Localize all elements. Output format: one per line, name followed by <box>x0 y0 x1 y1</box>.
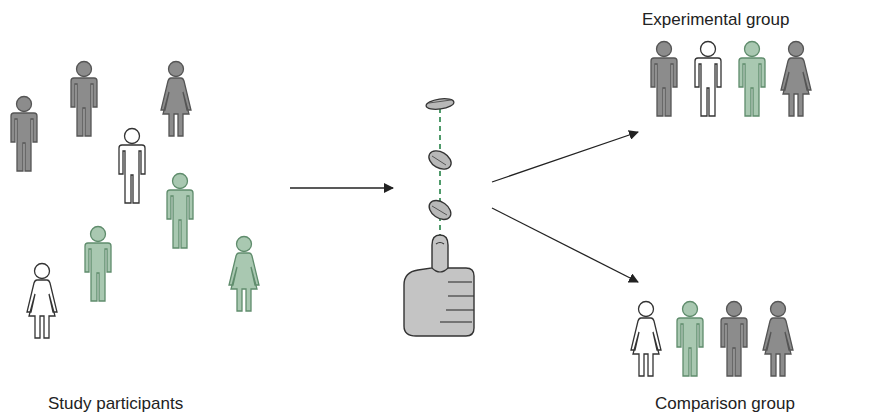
group-label: Study participants <box>48 394 183 414</box>
arrow <box>290 187 393 188</box>
group-label: Comparison group <box>655 394 795 414</box>
coin-toss <box>404 97 474 336</box>
group-label: Experimental group <box>642 10 789 30</box>
experimental-figures <box>651 42 811 117</box>
arrow <box>492 132 638 182</box>
comparison-figures <box>631 302 793 377</box>
participant-figures <box>11 62 259 339</box>
arrow <box>492 208 638 282</box>
